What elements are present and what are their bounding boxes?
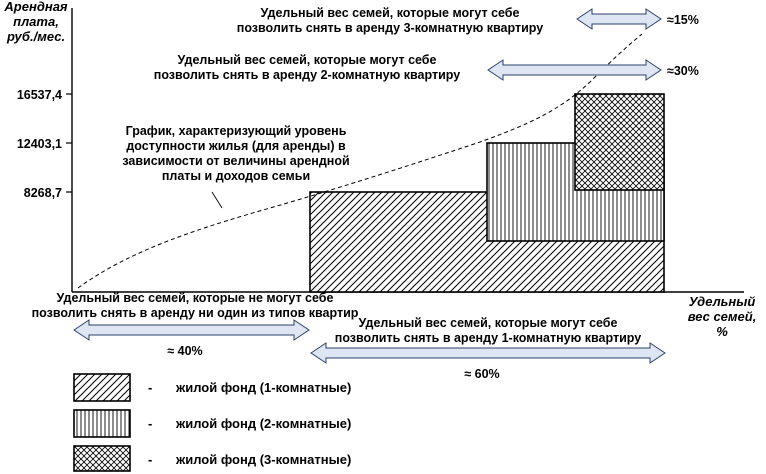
y-axis-title-line1: Арендная xyxy=(3,0,68,14)
note-none-line2: позволить снять в аренду ни один из типо… xyxy=(32,306,359,320)
percent-15: ≈15% xyxy=(667,13,699,27)
note-1room-line2: позволить снять в аренду 1-комнатную ква… xyxy=(335,331,641,345)
note-2room-line2: позволить снять в аренду 2-комнатную ква… xyxy=(154,68,460,82)
x-axis-title-line3: % xyxy=(716,324,728,339)
y-axis-title-line2: плата, xyxy=(13,14,59,29)
affordability-curve xyxy=(77,33,643,289)
arrow-30 xyxy=(487,59,662,81)
note-2room-line1: Удельный вес семей, которые могут себе xyxy=(178,53,437,67)
note-3room-line2: позволить снять в аренду 3-комнатную ква… xyxy=(237,21,543,35)
percent-60: ≈ 60% xyxy=(464,367,499,381)
legend-dash-1: - xyxy=(148,380,152,395)
block-3-room xyxy=(574,93,665,191)
note-curve-line3: зависимости от величины арендной xyxy=(122,154,349,168)
legend-label-2-room: жилой фонд (2-комнатные) xyxy=(175,416,351,431)
legend-dash-2: - xyxy=(148,416,152,431)
note-none-line1: Удельный вес семей, которые не могут себ… xyxy=(57,291,334,305)
legend: - жилой фонд (1-комнатные) - жилой фонд … xyxy=(73,373,351,472)
note-1room-line1: Удельный вес семей, которые могут себе xyxy=(359,316,618,330)
y-tick-16537: 16537,4 xyxy=(17,88,62,102)
legend-swatch-1-room xyxy=(73,373,131,402)
y-tick-8268: 8268,7 xyxy=(24,186,62,200)
legend-label-3-room: жилой фонд (3-комнатные) xyxy=(175,452,351,467)
note-3room-line1: Удельный вес семей, которые могут себе xyxy=(261,6,520,20)
arrow-15 xyxy=(576,8,662,30)
note-curve-line2: доступности жилья (для аренды) в xyxy=(126,139,346,153)
legend-swatch-3-room xyxy=(73,445,131,472)
y-tick-12403: 12403,1 xyxy=(17,137,62,151)
arrow-60 xyxy=(310,342,666,364)
note-curve-line4: платы и доходов семьи xyxy=(162,169,310,183)
percent-40: ≈ 40% xyxy=(167,344,202,358)
legend-dash-3: - xyxy=(148,452,152,467)
arrow-40 xyxy=(73,319,310,341)
curve-note-pointer xyxy=(211,191,223,209)
percent-30: ≈30% xyxy=(667,64,699,78)
x-axis-title-line2: вес семей, xyxy=(688,309,757,324)
legend-label-1-room: жилой фонд (1-комнатные) xyxy=(175,380,351,395)
legend-swatch-2-room xyxy=(73,409,131,438)
x-axis-title-line1: Удельный xyxy=(689,294,756,309)
y-axis-title-line3: руб./мес. xyxy=(6,29,65,44)
note-curve-line1: График, характеризующий уровень xyxy=(126,124,347,138)
